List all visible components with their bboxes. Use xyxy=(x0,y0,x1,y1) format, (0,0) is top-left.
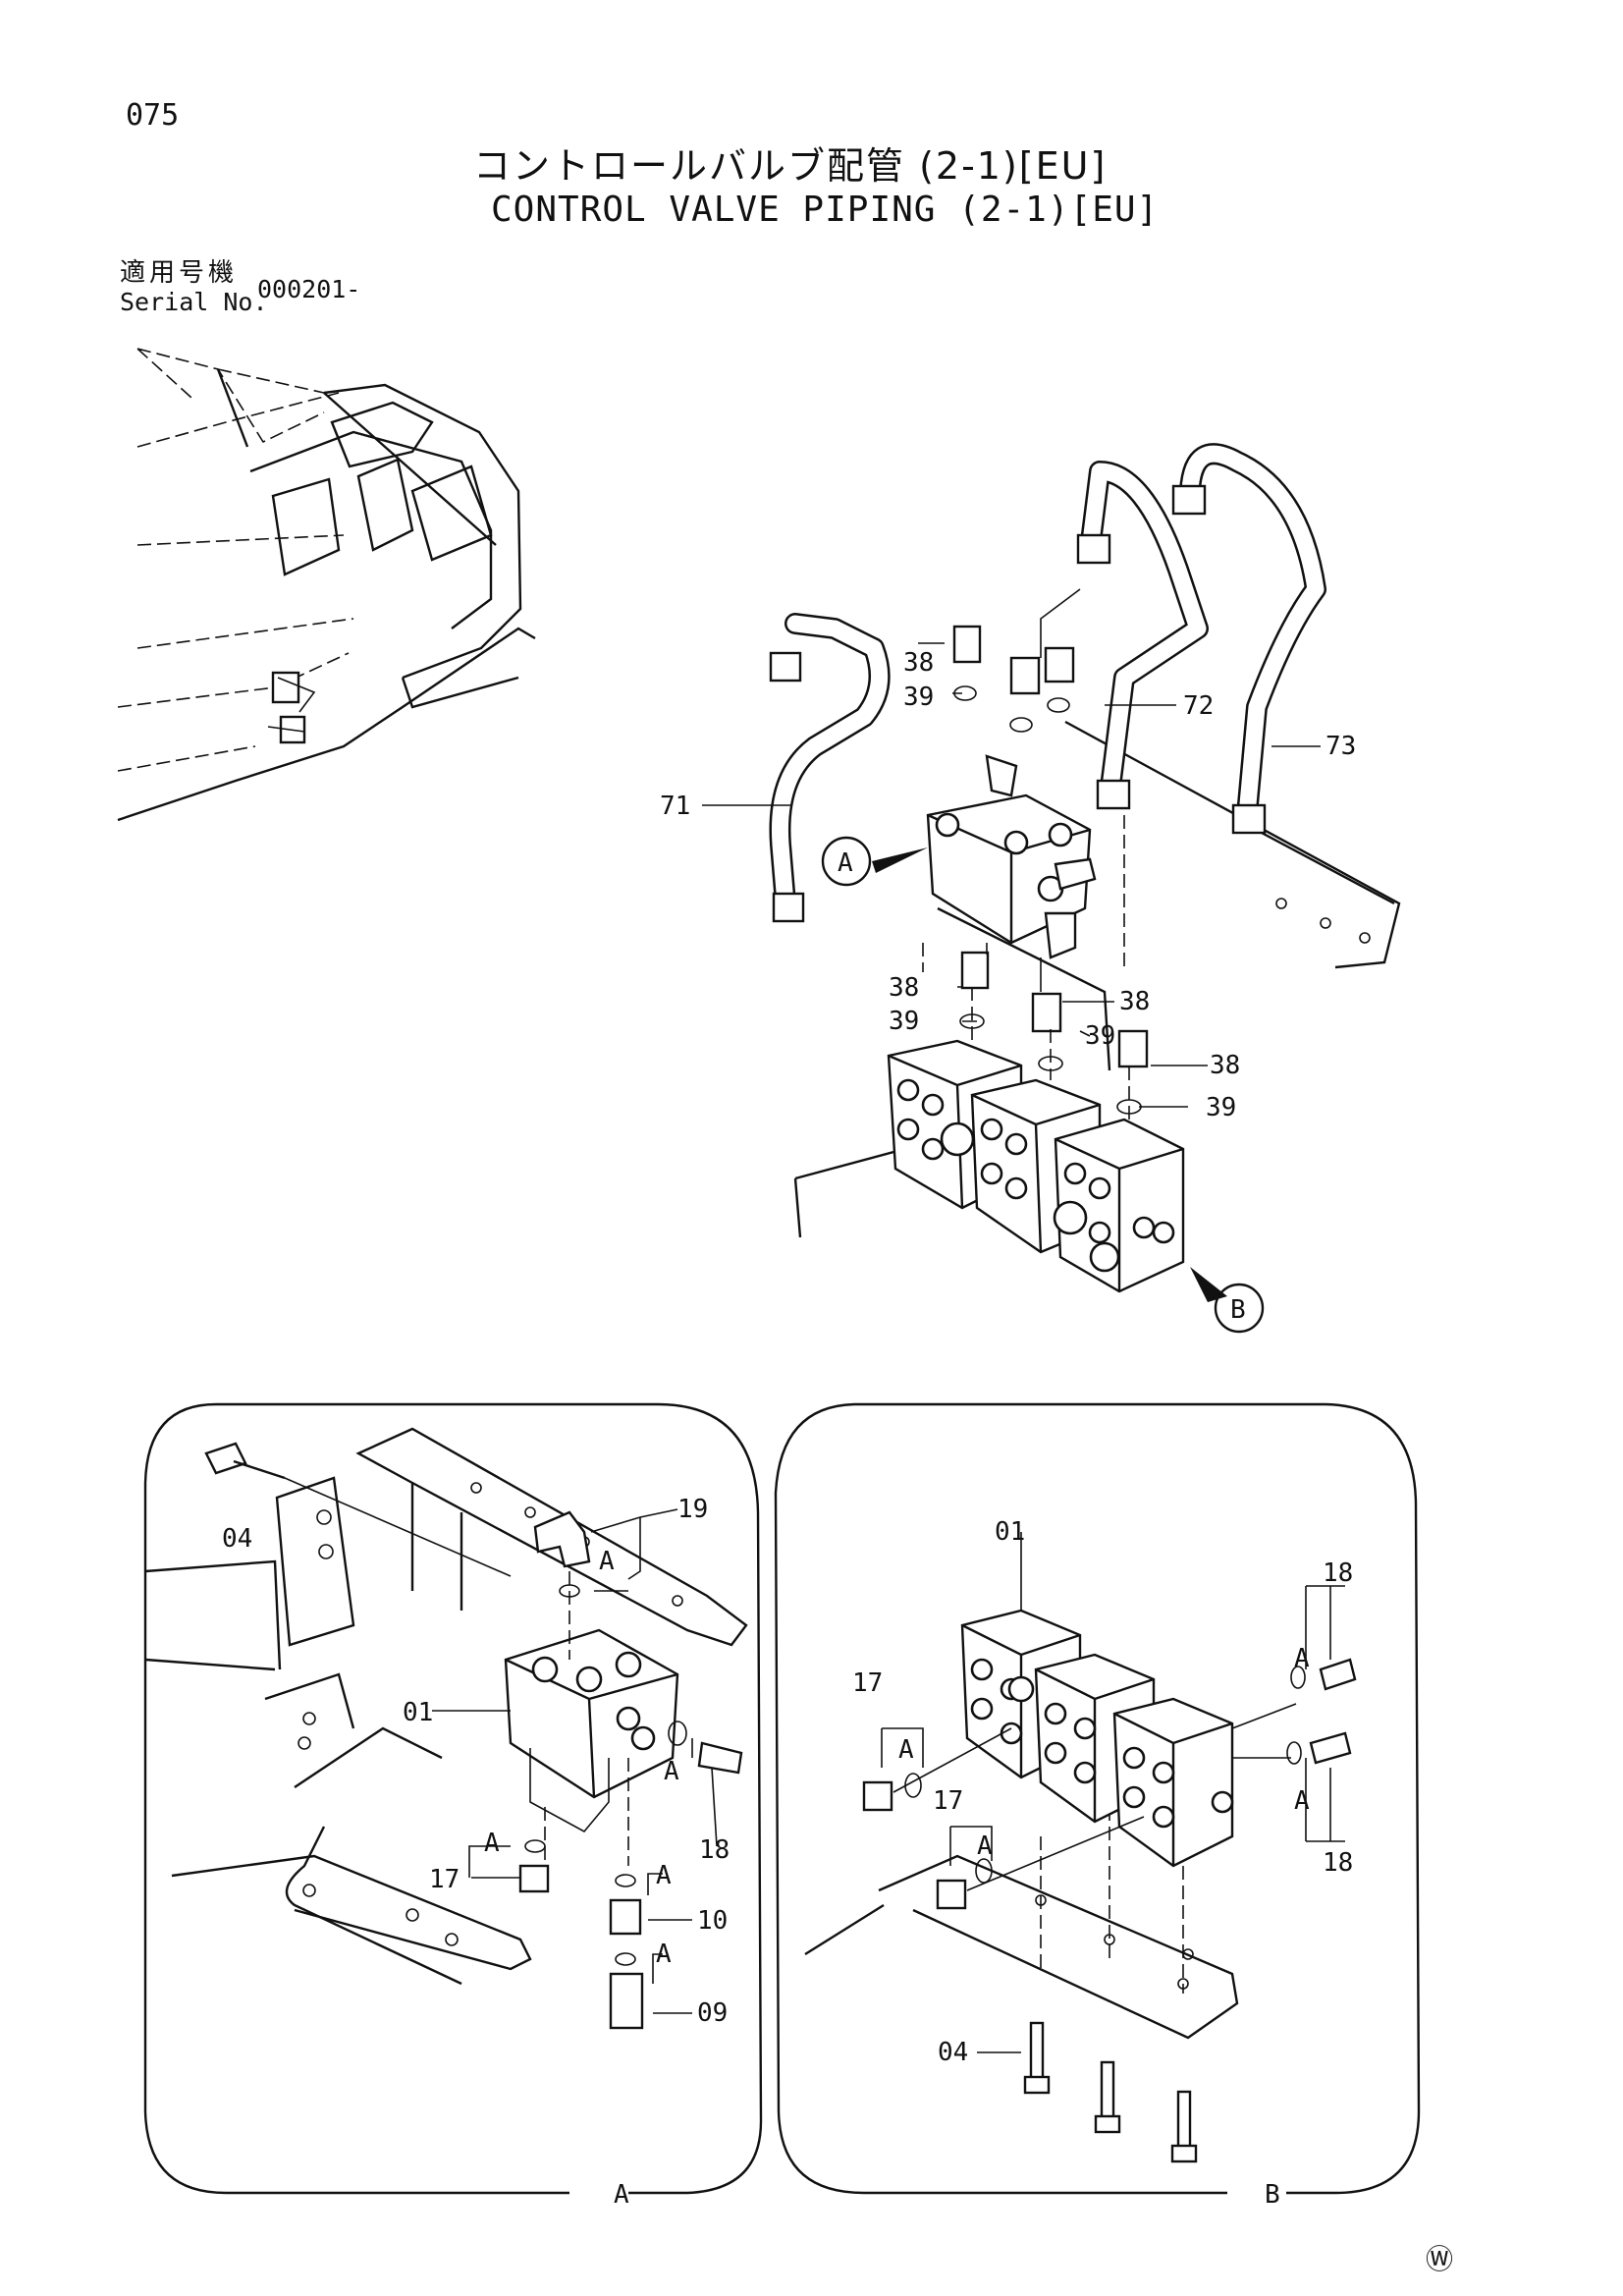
callout-38-right: 38 xyxy=(1210,1051,1240,1080)
detail-b-caption: B xyxy=(1265,2180,1280,2210)
serial-number-range: 000201- xyxy=(257,275,361,303)
detail-ref-b: B xyxy=(1230,1295,1246,1325)
callout-38-mid: 38 xyxy=(1119,987,1150,1016)
control-valve-stack xyxy=(887,1039,1185,1293)
serial-label-japanese: 適用号機 xyxy=(120,258,239,288)
callout-01: 01 xyxy=(995,1517,1025,1547)
main-assembly-view: 38 39 71 72 73 38 39 38 39 38 39 A B xyxy=(660,443,1401,1334)
page-title-japanese: コントロールバルブ配管 (2-1)[EU] xyxy=(473,144,1108,188)
callout-04: 04 xyxy=(938,2038,968,2067)
port-mark-a: A xyxy=(898,1735,914,1765)
callout-18-upper: 18 xyxy=(1323,1558,1353,1588)
port-mark-a: A xyxy=(599,1547,615,1576)
callout-17-lower: 17 xyxy=(933,1786,963,1816)
port-mark-a: A xyxy=(656,1940,672,1969)
detail-a-panel: A 04 19 01 18 xyxy=(143,1402,763,2210)
port-mark-a: A xyxy=(656,1861,672,1890)
callout-10: 10 xyxy=(697,1906,728,1936)
page-number: 075 xyxy=(126,98,180,133)
callout-39-right: 39 xyxy=(1206,1093,1236,1122)
port-mark-a: A xyxy=(484,1829,500,1858)
callout-19: 19 xyxy=(677,1495,708,1524)
port-mark-a: A xyxy=(1294,1786,1310,1816)
callout-18-lower: 18 xyxy=(1323,1848,1353,1878)
callout-17-upper: 17 xyxy=(852,1668,883,1698)
callout-09: 09 xyxy=(697,1998,728,2028)
page-title-english: CONTROL VALVE PIPING (2-1)[EU] xyxy=(491,190,1160,230)
machine-overview-sketch xyxy=(117,348,536,822)
callout-73: 73 xyxy=(1325,732,1356,761)
callout-39-top: 39 xyxy=(903,683,934,712)
footer-mark: Ⓦ xyxy=(1426,2243,1453,2275)
port-mark-a: A xyxy=(664,1757,679,1786)
detail-ref-a: A xyxy=(838,848,853,878)
detail-b-panel: B 01 18 17 17 18 xyxy=(774,1402,1421,2210)
serial-label-english: Serial No. xyxy=(120,288,268,316)
callout-01: 01 xyxy=(403,1698,433,1727)
callout-04: 04 xyxy=(222,1524,252,1554)
callout-38-left: 38 xyxy=(889,973,919,1003)
port-mark-a: A xyxy=(1294,1644,1310,1673)
callout-71: 71 xyxy=(660,792,690,821)
detail-a-caption: A xyxy=(614,2180,629,2210)
callout-39-mid: 39 xyxy=(1085,1021,1115,1051)
callout-39-left: 39 xyxy=(889,1007,919,1036)
callout-72: 72 xyxy=(1183,691,1214,721)
port-mark-a: A xyxy=(977,1831,993,1861)
callout-18: 18 xyxy=(699,1835,730,1865)
callout-38-top: 38 xyxy=(903,648,934,678)
callout-17: 17 xyxy=(429,1865,460,1894)
